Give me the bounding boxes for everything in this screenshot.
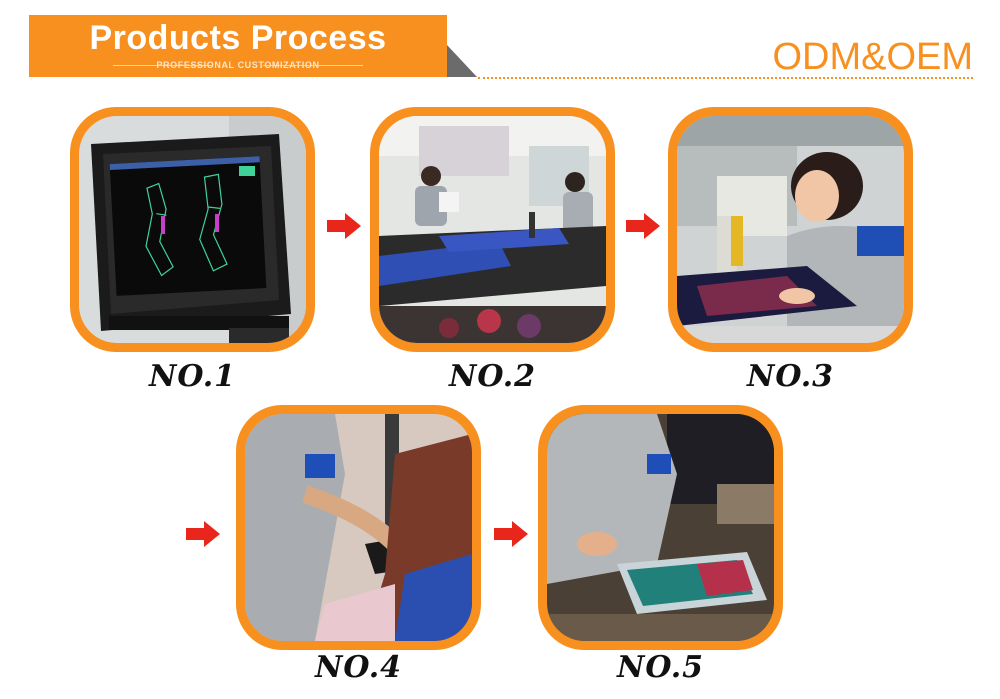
dotted-divider <box>478 77 973 79</box>
page-title: Products Process <box>89 19 387 57</box>
photo-ironing <box>245 414 472 641</box>
photo-packing <box>547 414 774 641</box>
step-photo-2 <box>370 107 615 352</box>
step-photo-4 <box>236 405 481 650</box>
arrow-right-icon <box>327 213 361 239</box>
step-label-3: NO.3 <box>746 359 835 394</box>
arrow-right-icon <box>186 521 220 547</box>
arrow-right-icon <box>626 213 660 239</box>
page-subtitle: PROFESSIONAL CUSTOMIZATION <box>156 60 320 70</box>
step-label-5: NO.5 <box>616 650 705 685</box>
subtitle-rule-right <box>263 65 363 66</box>
photo-sewing <box>677 116 904 343</box>
banner-fold <box>447 45 477 77</box>
step-label-2: NO.2 <box>448 359 537 394</box>
photo-pattern-design <box>79 116 306 343</box>
step-photo-1 <box>70 107 315 352</box>
step-photo-3 <box>668 107 913 352</box>
step-photo-5 <box>538 405 783 650</box>
odm-oem-heading: ODM&OEM <box>772 36 973 78</box>
arrow-right-icon <box>494 521 528 547</box>
step-label-1: NO.1 <box>148 359 237 394</box>
photo-cutting-fabric <box>379 116 606 343</box>
step-label-4: NO.4 <box>314 650 403 685</box>
header-banner: Products Process PROFESSIONAL CUSTOMIZAT… <box>29 15 447 77</box>
subtitle-rule-left <box>113 65 213 66</box>
